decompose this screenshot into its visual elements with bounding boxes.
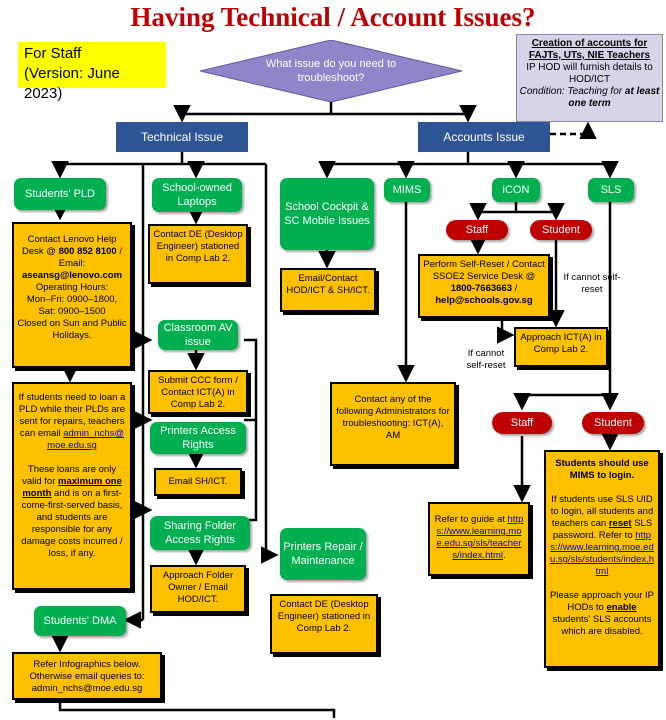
printers-repair-box: Contact DE (Desktop Engineer) stationed …: [270, 594, 378, 654]
classroom-av-node: Classroom AV issue: [158, 320, 238, 350]
sls-staff-box: Refer to guide at https://www.learning.m…: [428, 502, 530, 576]
account-creation-note: Creation of accounts for FAJTs, UTs, NIE…: [516, 34, 663, 122]
page-title: Having Technical / Account Issues?: [130, 2, 536, 32]
sharing-folder-node: Sharing Folder Access Rights: [150, 516, 250, 550]
question-diamond: [200, 40, 462, 102]
laptops-box: Contact DE (Desktop Engineer) stationed …: [148, 224, 248, 284]
sls-students-guide-link[interactable]: https://www.learning.moe.edu.sg/sls/stud…: [549, 530, 655, 577]
sharing-folder-box: Approach Folder Owner / Email HOD/ICT.: [150, 565, 246, 613]
approach-ict-box: Approach ICT(A) in Comp Lab 2.: [514, 327, 608, 367]
av-box: Submit CCC form / Contact ICT(A) in Comp…: [148, 370, 248, 414]
sls-student-box: Students should use MIMS to login. If st…: [544, 450, 660, 668]
admin-email-link[interactable]: admin_nchs@moe.edu.sg: [47, 428, 125, 451]
cockpit-node: School Cockpit & SC Mobile Issues: [280, 178, 374, 250]
technical-issue-node: Technical Issue: [116, 122, 248, 152]
accounts-issue-node: Accounts Issue: [418, 122, 550, 152]
dma-box: Refer Infographics below. Otherwise emai…: [12, 652, 162, 700]
icon-node: iCON: [492, 178, 540, 202]
account-note-condition: Condition: Teaching for at least one ter…: [519, 86, 660, 109]
account-note-heading: Creation of accounts for FAJTs, UTs, NIE…: [528, 38, 651, 61]
sls-student-node: Student: [582, 412, 644, 434]
students-pld-node: Students' PLD: [14, 178, 106, 210]
printers-repair-node: Printers Repair / Maintenance: [280, 528, 366, 580]
sls-node: SLS: [588, 178, 634, 202]
sls-staff-node: Staff: [492, 412, 552, 434]
sls-teachers-guide-link[interactable]: https://www.learning.moe.edu.sg/sls/teac…: [436, 514, 524, 561]
if-cannot-reset-label-1: If cannot self-reset: [563, 272, 621, 295]
icon-staff-node: Staff: [446, 220, 508, 240]
icon-student-node: Student: [530, 220, 592, 240]
staff-version-note: For Staff (Version: June 2023): [18, 42, 166, 102]
printers-access-box: Email SH/ICT.: [154, 468, 242, 496]
school-laptops-node: School-owned Laptops: [152, 178, 242, 212]
staff-note-line1: For Staff: [24, 45, 82, 62]
lenovo-helpdesk-box: Contact Lenovo Help Desk @ 800 852 8100 …: [12, 222, 132, 368]
question-text: What issue do you need to troubleshoot?: [265, 58, 397, 84]
mims-box: Contact any of the following Administrat…: [330, 382, 456, 466]
account-note-body: IP HOD will furnish details to HOD/ICT: [526, 62, 653, 85]
mims-node: MIMS: [384, 178, 430, 202]
ssoe-box: Perform Self-Reset / Contact SSOE2 Servi…: [418, 254, 550, 318]
cockpit-box: Email/Contact HOD/ICT & SH/ICT.: [280, 268, 376, 312]
pld-loan-box: If students need to loan a PLD while the…: [12, 382, 132, 590]
students-dma-node: Students' DMA: [34, 606, 126, 636]
printers-access-node: Printers Access Rights: [150, 422, 246, 454]
staff-note-line2: (Version: June 2023): [24, 65, 120, 102]
if-cannot-reset-label-2: If cannot self-reset: [466, 348, 506, 371]
